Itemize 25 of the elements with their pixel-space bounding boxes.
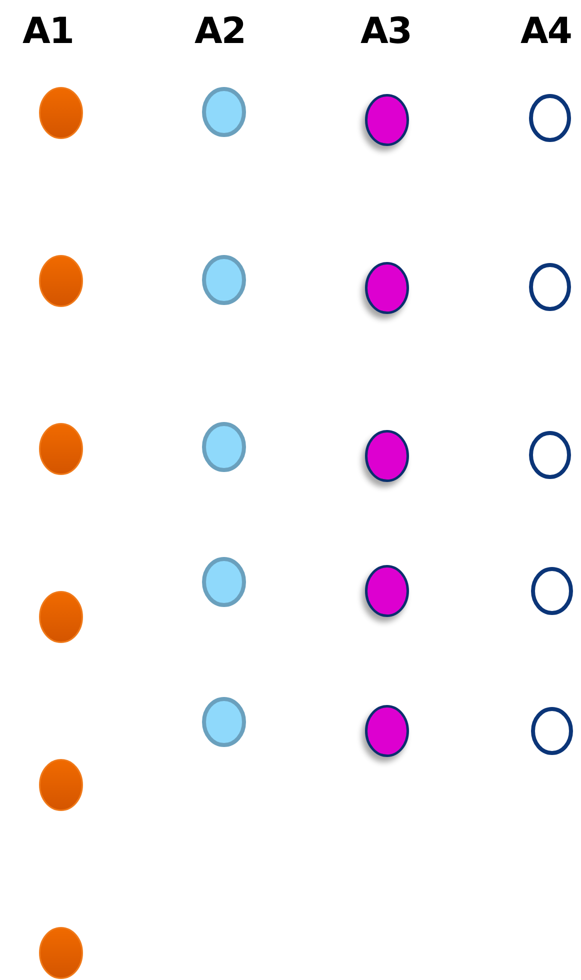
- dot-marker: [202, 697, 246, 747]
- dot-marker: [529, 431, 571, 479]
- dot-marker: [39, 591, 83, 643]
- dot-marker: [202, 557, 246, 607]
- dot-marker: [531, 567, 573, 615]
- column-heading: A2: [194, 10, 246, 54]
- dot-marker: [202, 422, 246, 472]
- dot-marker: [39, 423, 83, 475]
- dot-marker: [39, 255, 83, 307]
- dot-marker: [365, 262, 409, 314]
- dot-marker: [202, 87, 246, 137]
- dot-marker: [365, 430, 409, 482]
- dot-marker: [39, 759, 83, 811]
- dot-marker: [529, 94, 571, 142]
- dot-marker: [529, 263, 571, 311]
- dot-marker: [531, 707, 573, 755]
- column-heading: A3: [360, 10, 412, 54]
- dot-marker: [365, 705, 409, 757]
- dot-marker: [365, 565, 409, 617]
- column-heading: A1: [22, 10, 74, 54]
- column-heading: A4: [520, 10, 572, 54]
- dot-marker: [39, 927, 83, 979]
- dot-marker: [202, 255, 246, 305]
- dot-marker: [39, 87, 83, 139]
- dot-marker: [365, 94, 409, 146]
